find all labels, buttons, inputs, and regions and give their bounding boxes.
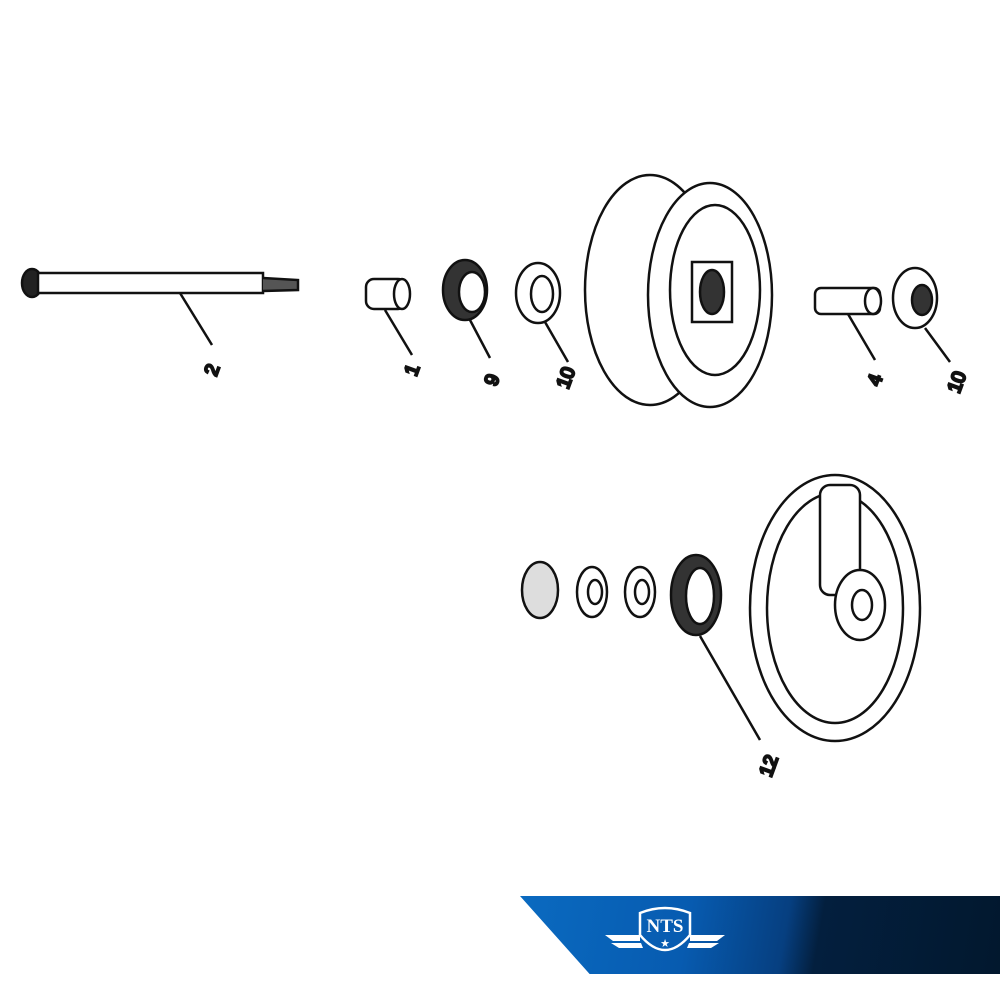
label-spacer: 1 — [401, 362, 424, 379]
svg-text:NTS: NTS — [647, 916, 684, 937]
gear-drive — [520, 553, 762, 741]
label-axle: 2 — [201, 362, 224, 379]
spacer-right — [813, 286, 883, 361]
bearing-right — [891, 266, 952, 363]
bearing-left — [514, 261, 570, 363]
label-bearing-left: 10 — [553, 364, 580, 391]
brand-banner — [520, 896, 1000, 974]
brake-plate — [748, 473, 922, 743]
nts-logo: NTS ★ — [605, 906, 725, 952]
label-seal-brake: 12 — [756, 752, 783, 779]
label-oil-seal: 9 — [481, 372, 504, 389]
oil-seal — [441, 258, 492, 359]
svg-text:★: ★ — [660, 938, 670, 950]
label-bearing-right: 10 — [944, 369, 971, 396]
wheel-hub — [583, 173, 774, 409]
label-spacer-right: 4 — [864, 371, 887, 389]
spacer — [364, 277, 414, 356]
axle — [20, 267, 300, 346]
